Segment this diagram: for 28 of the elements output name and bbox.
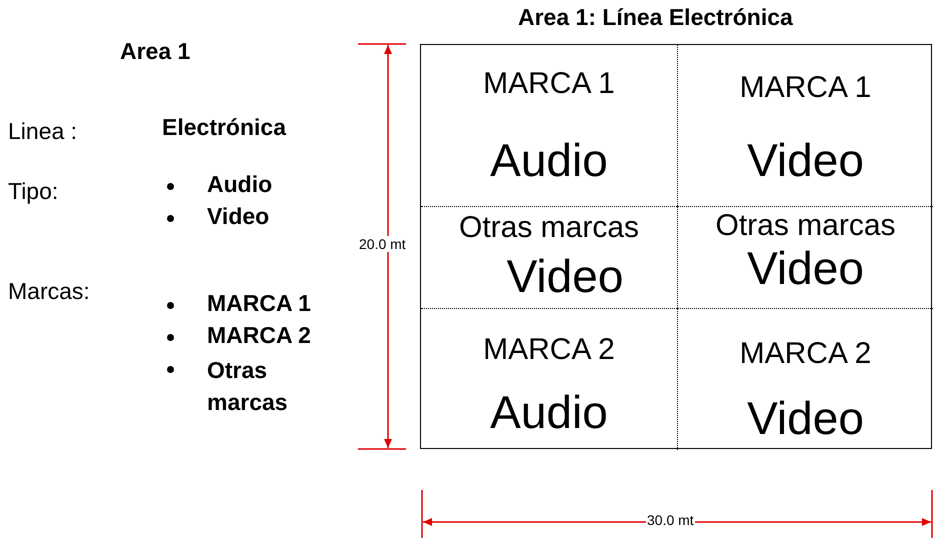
- product-label: Video: [746, 241, 865, 295]
- row-label: Tipo:: [8, 178, 58, 205]
- plan-zone: [677, 206, 933, 308]
- list-item: Video: [207, 203, 270, 230]
- zone-label: MARCA 2: [738, 337, 872, 371]
- zone-label: MARCA 2: [482, 333, 616, 367]
- dimension-label: 30.0 mt: [646, 512, 695, 528]
- floor-plan: [420, 44, 932, 449]
- list-item: Otras marcas: [207, 356, 289, 417]
- dimension-label: 20.0 mt: [358, 236, 407, 252]
- zone-label: Otras marcas: [458, 211, 640, 245]
- list-item: MARCA 1: [207, 290, 311, 317]
- product-label: Audio: [489, 385, 609, 439]
- row-label: Linea :: [8, 118, 78, 145]
- title: Area 1: Línea Electrónica: [518, 4, 793, 31]
- list-item: Audio: [207, 171, 272, 198]
- zone-label: MARCA 1: [738, 71, 872, 105]
- plan-zone: [677, 308, 933, 450]
- value-text: Electrónica: [162, 114, 286, 141]
- row-label: Marcas:: [8, 278, 90, 305]
- heading: Area 1: [120, 38, 190, 65]
- product-label: Video: [746, 133, 865, 187]
- zone-label: MARCA 1: [482, 67, 616, 101]
- product-label: Video: [506, 249, 624, 303]
- product-label: Video: [746, 391, 865, 445]
- product-label: Audio: [489, 133, 609, 187]
- list-item: MARCA 2: [207, 322, 311, 349]
- zone-label: Otras marcas: [714, 209, 897, 243]
